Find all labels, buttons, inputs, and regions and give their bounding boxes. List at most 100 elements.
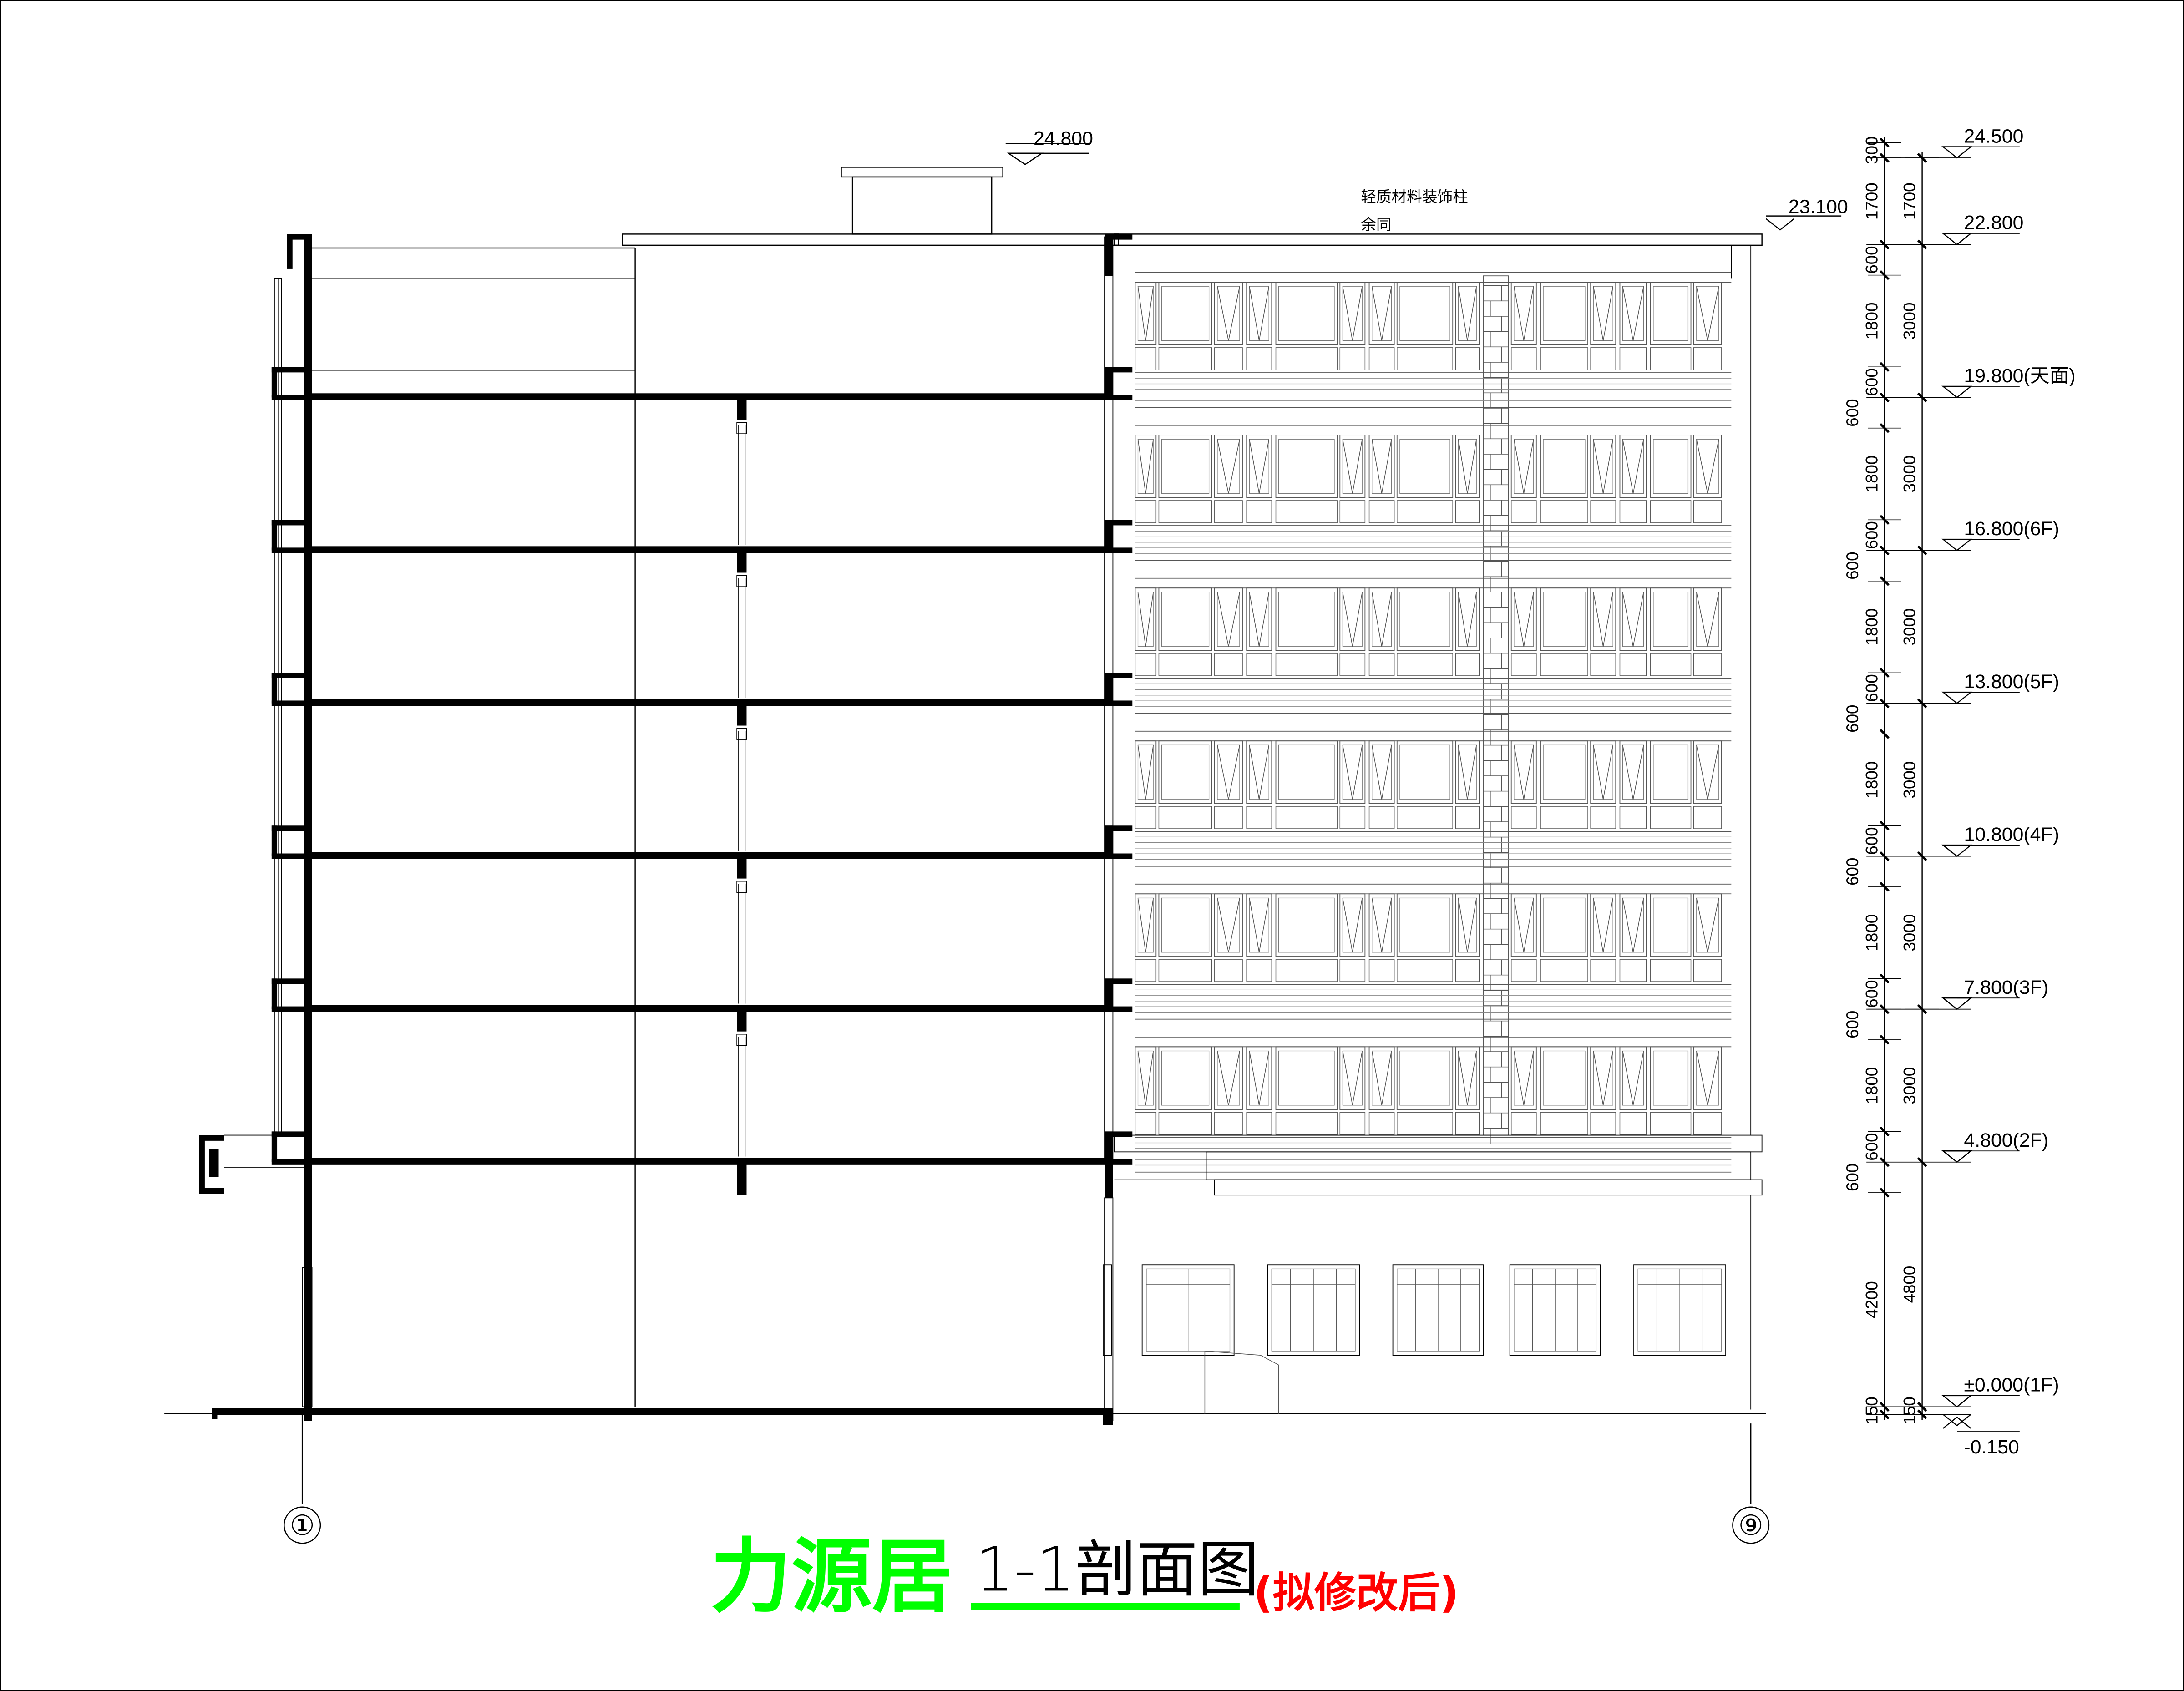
window-sill-panel xyxy=(1135,347,1157,370)
window-pane xyxy=(1510,1046,1537,1110)
window-sill-panel xyxy=(1158,347,1212,370)
window-sill-panel xyxy=(1275,806,1338,829)
window-pane xyxy=(1214,1046,1243,1110)
line xyxy=(1523,592,1534,647)
ground-window xyxy=(1509,1264,1601,1356)
stair-roof-cap xyxy=(841,167,1003,178)
dim-label: 600 xyxy=(1843,399,1862,426)
line xyxy=(1632,898,1644,952)
wall-stub xyxy=(1105,700,1133,706)
line xyxy=(1523,898,1534,952)
window-pane-inner xyxy=(1543,744,1586,800)
parapet xyxy=(271,700,309,706)
window-pane xyxy=(1619,893,1647,957)
core-column xyxy=(737,856,747,879)
ground-window xyxy=(1267,1264,1360,1356)
floor-slab xyxy=(309,393,1108,400)
wall-stub xyxy=(1105,673,1113,706)
window-pane xyxy=(1693,893,1722,957)
level-label: 10.800(4F) xyxy=(1964,824,2059,846)
window-pane xyxy=(1650,282,1692,345)
window-sill-panel xyxy=(1246,959,1272,982)
window-pane xyxy=(1368,282,1395,345)
window-sill-panel xyxy=(1214,1112,1243,1135)
window-pane xyxy=(1135,587,1157,651)
dim-label: 150 xyxy=(1900,1397,1919,1424)
window-pane xyxy=(1396,740,1454,804)
line xyxy=(1371,286,1382,341)
window-sill-panel xyxy=(1619,1112,1647,1135)
window-sill-panel xyxy=(1455,500,1480,523)
line xyxy=(1696,745,1708,800)
window-pane xyxy=(1396,587,1454,651)
line xyxy=(1696,898,1708,952)
parapet xyxy=(287,234,293,269)
window-pane-inner xyxy=(1543,897,1586,953)
line xyxy=(1632,745,1644,800)
dim-label: 600 xyxy=(1843,705,1862,733)
ground-window xyxy=(1141,1264,1235,1356)
wall-stub xyxy=(1105,234,1133,240)
wall-stub xyxy=(1105,520,1113,553)
floor-slab xyxy=(309,699,1108,706)
parapet xyxy=(271,520,309,526)
window-sill-panel xyxy=(1135,1112,1157,1135)
window-sill-panel xyxy=(1510,806,1537,829)
window-sill-panel xyxy=(1339,500,1366,523)
window-pane-inner xyxy=(1653,592,1689,647)
parapet xyxy=(271,547,309,553)
window-pane xyxy=(1275,1046,1338,1110)
parapet xyxy=(271,367,309,373)
window-sill-panel xyxy=(1214,806,1243,829)
line xyxy=(1249,1051,1260,1105)
window-pane xyxy=(1510,893,1537,957)
window-sill-panel xyxy=(1455,1112,1480,1135)
window-pane xyxy=(1339,587,1366,651)
line xyxy=(1696,592,1708,647)
line xyxy=(1467,439,1477,494)
window-pane-inner xyxy=(1278,897,1335,953)
window-pane xyxy=(1368,1046,1395,1110)
level-label: 24.500 xyxy=(1964,125,2023,147)
revision-status: (拟修改后) xyxy=(1254,1569,1459,1617)
window-sill-panel xyxy=(1510,653,1537,676)
dim-label: 1800 xyxy=(1863,456,1881,493)
window-sill-panel xyxy=(1590,806,1616,829)
parapet xyxy=(271,853,309,859)
line xyxy=(1217,592,1229,647)
window-sill-panel xyxy=(1246,1112,1272,1135)
window-pane-inner xyxy=(1278,286,1335,341)
line xyxy=(1523,745,1534,800)
window-pane xyxy=(1158,435,1212,498)
line xyxy=(1381,745,1392,800)
window-pane-inner xyxy=(1653,439,1689,494)
line xyxy=(1467,898,1477,952)
window-sill-panel xyxy=(1590,500,1616,523)
window-pane xyxy=(1590,435,1616,498)
wall-stub xyxy=(1105,395,1133,400)
ground-window xyxy=(1633,1264,1726,1356)
dim-label: 600 xyxy=(1843,1164,1862,1191)
line xyxy=(1523,286,1534,341)
window-pane-inner xyxy=(1399,897,1450,953)
line xyxy=(1137,439,1146,494)
line xyxy=(1696,286,1708,341)
line xyxy=(1137,745,1146,800)
window-pane xyxy=(1368,740,1395,804)
parapet xyxy=(271,1159,309,1165)
line xyxy=(1371,1051,1382,1105)
drawing-title: 1-1剖面图 xyxy=(975,1534,1259,1605)
window-pane xyxy=(1214,435,1243,498)
window-sill-panel xyxy=(1214,959,1243,982)
line xyxy=(1145,592,1154,647)
line xyxy=(1467,1051,1477,1105)
right-door xyxy=(1103,1264,1112,1356)
dimension-chains: 3001700600180060018006001800600180060018… xyxy=(1843,137,1939,1424)
line xyxy=(1371,745,1382,800)
parapet xyxy=(271,673,309,678)
window-sill-panel xyxy=(1590,653,1616,676)
window-pane xyxy=(1158,587,1212,651)
line xyxy=(1352,745,1363,800)
line xyxy=(1458,898,1468,952)
window-pane xyxy=(1214,282,1243,345)
